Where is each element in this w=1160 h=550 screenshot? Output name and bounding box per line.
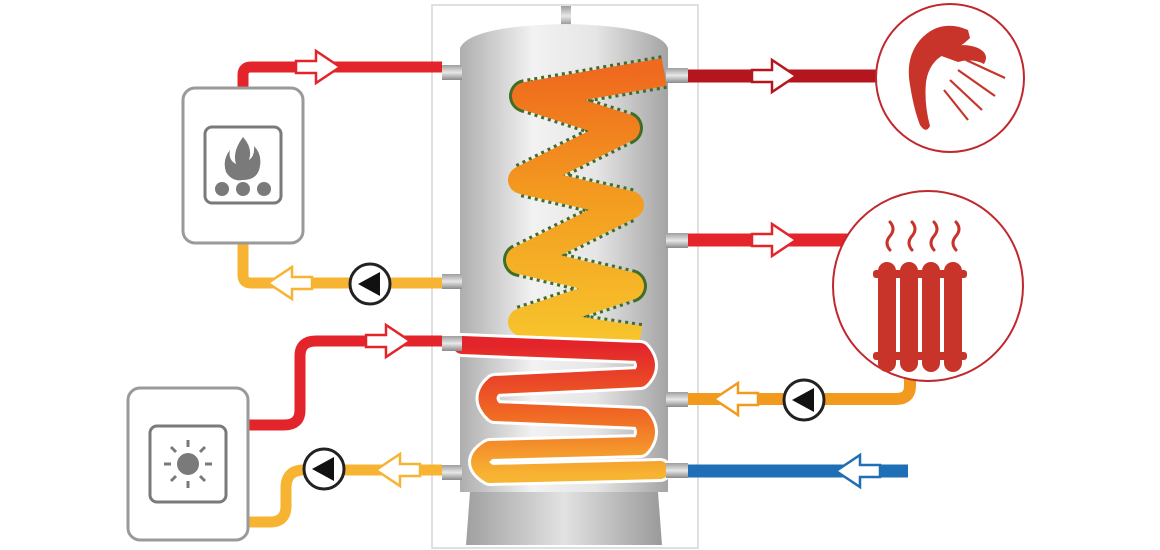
fire-icon [215,137,271,196]
connector-boiler-return [442,274,462,289]
connector-solar-return [442,465,462,480]
cold-water-line [688,452,908,490]
pump-triangle-icon [312,457,334,481]
heating-return-pipe [688,376,916,405]
sun-icon [164,440,212,488]
solar-return-pump [302,447,346,491]
upper-heating-coil [503,55,667,357]
connector-solar-supply [442,336,462,351]
boiler-unit [181,86,305,245]
tank-base [466,492,662,545]
solar-supply-pipe [248,335,442,431]
connector-cold-water [666,463,688,478]
arrow-boiler-return-icon [265,264,314,302]
arrow-boiler-supply-icon [294,48,343,86]
boiler-loop [237,48,442,302]
radiator-consumer [832,190,1024,382]
radiator-return-pump [782,378,826,422]
connector-hot-water [666,68,688,83]
solar-return-pipe [248,464,442,528]
arrow-solar-return-icon [373,451,422,489]
arrow-solar-supply-icon [364,322,413,360]
arrow-cold-water-icon [833,452,882,490]
pump-triangle-icon [358,272,380,296]
heating-return-line [688,376,916,418]
arrow-heating-supply-icon [750,221,799,259]
solar-loop [248,322,442,528]
shower-icon [908,25,986,130]
heating-supply-line [688,221,862,259]
connector-boiler-supply [442,65,462,80]
lower-solar-coil [450,333,672,486]
boiler-supply-pipe [237,61,442,88]
boiler-return-pump [348,262,392,306]
shower-spray-icon [943,59,1006,121]
shower-circle [875,3,1025,153]
arrow-hot-water-icon [750,57,799,95]
hot-water-line [688,57,880,95]
arrow-heating-return-icon [711,380,760,418]
tank-connectors [442,65,688,480]
shower-consumer [875,3,1025,153]
pump-triangle-icon [792,388,814,412]
top-vent [561,6,571,26]
boiler-return-pipe [237,243,442,289]
heat-waves-icon [885,220,961,252]
connector-heating-supply [666,233,688,248]
solar-unit [126,386,250,542]
radiator-icon [873,262,967,372]
connector-heating-return [666,392,688,407]
tank-frame [431,4,699,549]
